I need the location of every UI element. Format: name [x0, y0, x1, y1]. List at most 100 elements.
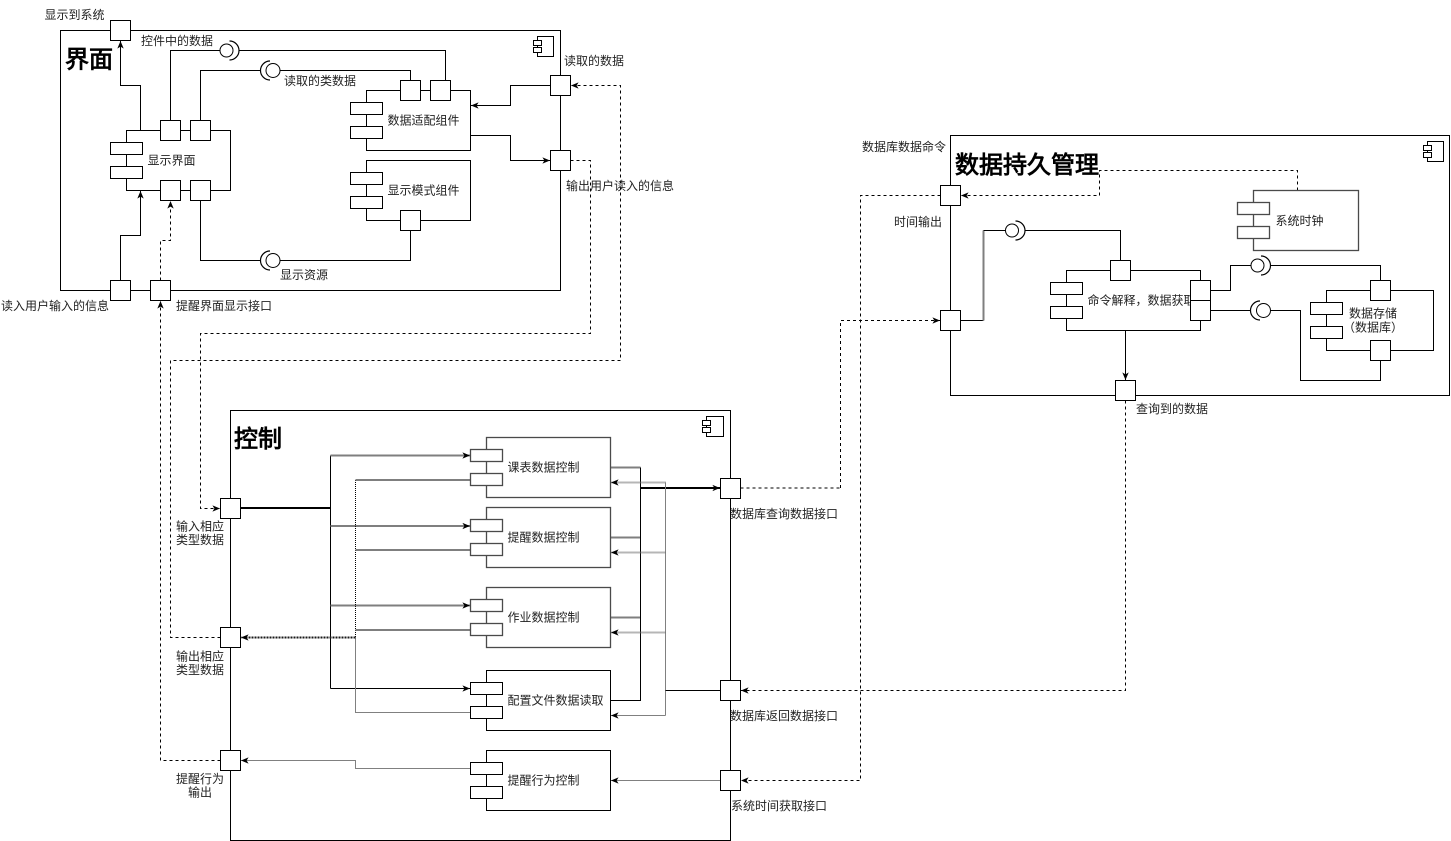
component-icon-tab	[702, 420, 711, 426]
component-label: 显示模式组件	[388, 184, 460, 198]
port-label: 显示到系统	[45, 8, 105, 22]
interface-label: 显示资源	[280, 268, 328, 282]
connectors-control	[240, 452, 721, 784]
component-config-reader: 配置文件数据读取	[470, 670, 611, 731]
port-display-mode-bottom	[400, 210, 421, 231]
port-db-return	[720, 680, 741, 701]
port-label: 数据库数据命令	[862, 139, 946, 154]
component-icon-tab	[1423, 145, 1432, 151]
connectors-ui	[117, 41, 551, 281]
component-tab	[110, 142, 143, 155]
connector-config-reader-to-output-bus	[355, 637, 471, 713]
port-command-parser-right-2	[1190, 300, 1211, 321]
port-db-command	[940, 310, 961, 331]
port-db-query	[720, 478, 741, 499]
port-label: 系统时间获取接口	[731, 798, 827, 813]
component-label: 数据适配组件	[388, 113, 460, 128]
connector-time-output-to-system-time	[741, 195, 941, 784]
port-command-parser-right-1	[1190, 280, 1211, 301]
frame-title-control: 控制	[234, 425, 282, 453]
component-icon	[1423, 141, 1444, 162]
socket-icon	[229, 40, 240, 61]
connector-control-data-provided	[170, 50, 220, 121]
connector-reminder-behavior-to-reminder-output	[241, 757, 471, 769]
lollipop-icon	[1005, 223, 1019, 238]
frame-title-persistence: 数据持久管理	[955, 151, 1099, 179]
component-tab	[110, 166, 143, 179]
connector-read-data-to-adapter	[471, 85, 551, 109]
component-timetable: 课表数据控制	[469, 436, 612, 499]
component-tab	[1236, 201, 1271, 216]
component-label: 系统时钟	[1276, 213, 1324, 228]
port-label: 读入用户输入的信息	[1, 298, 109, 313]
port-label: 数据库查询数据接口	[730, 506, 838, 521]
socket-icon	[1260, 255, 1272, 276]
connector-parser-to-storage-required	[1270, 265, 1381, 281]
component-tab	[1236, 225, 1271, 240]
connector-read-class-data-provided	[280, 70, 411, 81]
component-homework: 作业数据控制	[469, 586, 612, 649]
port-label: 读取的数据	[564, 53, 624, 68]
ports-control	[220, 478, 741, 791]
socket-icon	[259, 250, 271, 271]
component-tab	[470, 682, 503, 695]
connectors-inter-frame	[157, 82, 1126, 784]
port-label: 数据库返回数据接口	[730, 708, 838, 723]
port-time-output	[940, 185, 961, 206]
component-icon-body	[706, 416, 724, 437]
connector-output-typed-data-to-read-data	[170, 82, 621, 638]
interface-label: 读取的类数据	[284, 73, 356, 88]
connector-query-bus	[610, 467, 641, 701]
port-label: 类型数据	[176, 662, 224, 677]
connector-adapter-to-output-port	[470, 135, 550, 164]
port-label: 输入相应	[176, 519, 224, 534]
component-tab	[1310, 326, 1343, 339]
connector-db-command-required	[1025, 230, 1121, 261]
component-body	[485, 586, 612, 649]
component-tab	[1050, 282, 1083, 295]
port-label: 提醒界面显示接口	[176, 298, 272, 313]
connector-queried-data-to-db-return	[741, 400, 1126, 694]
lollipop-icon	[265, 63, 281, 78]
component-command-parser: 命令解释，数据获取	[1050, 270, 1201, 331]
component-tab	[350, 126, 383, 139]
interface-db-command	[1005, 220, 1026, 241]
port-label: 输出相应	[176, 649, 224, 664]
port-data-storage-bottom	[1370, 340, 1391, 361]
port-output-typed-data	[220, 627, 241, 648]
component-label: 命令解释，数据获取	[1088, 293, 1196, 308]
component-icon-tab	[533, 40, 542, 46]
port-display-ui-top-1	[160, 120, 181, 141]
component-icon-tab	[533, 47, 542, 53]
component-tab	[470, 786, 503, 799]
port-data-storage-top	[1370, 280, 1391, 301]
interface-parser-storage-upper	[1250, 255, 1272, 276]
port-system-time	[720, 770, 741, 791]
port-data-adapter-top-1	[400, 80, 421, 101]
component-display-mode: 显示模式组件	[350, 160, 471, 221]
port-reminder-output	[220, 750, 241, 771]
port-display-ui-bottom-2	[190, 180, 211, 201]
socket-icon	[1249, 300, 1261, 321]
port-label: 时间输出	[894, 214, 942, 229]
lollipop-icon	[1256, 303, 1271, 318]
component-reminder-behavior: 提醒行为控制	[470, 750, 611, 811]
lollipop-icon	[265, 253, 281, 268]
connector-display-resource-required	[200, 200, 261, 261]
interface-read-class-data	[259, 60, 281, 81]
labels-control: 输入相应 类型数据 输出相应 类型数据 提醒行为 输出 数据库查询数据接口 数据…	[176, 506, 838, 813]
frame-title-ui: 界面	[65, 46, 113, 74]
component-label: 课表数据控制	[508, 460, 580, 475]
component-tab	[469, 622, 504, 637]
labels-ui: 显示到系统 控件中的数据 读取的类数据 读取的数据 输出用户读入的信息 显示资源…	[1, 8, 674, 313]
component-system-clock: 系统时钟	[1236, 189, 1360, 252]
port-label: 提醒行为	[176, 771, 224, 786]
component-body	[486, 750, 611, 811]
connector-control-data-required	[239, 50, 446, 81]
component-icon-tab	[1423, 152, 1432, 158]
component-label: 配置文件数据读取	[508, 693, 604, 708]
connector-system-clock-to-time-output	[961, 170, 1298, 199]
connector-read-class-data-required	[200, 70, 261, 121]
labels-persistence: 数据库数据命令 时间输出 查询到的数据	[862, 139, 1208, 416]
component-icon-tab	[702, 427, 711, 433]
